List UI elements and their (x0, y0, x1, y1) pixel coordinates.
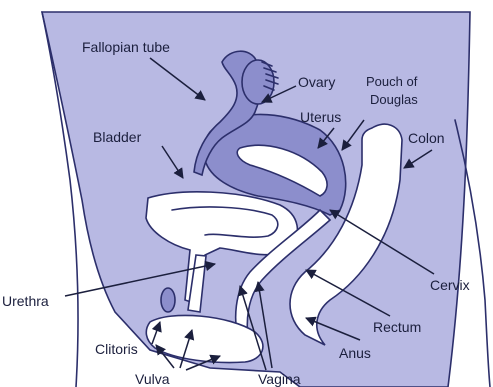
label-vagina: Vagina (258, 371, 301, 387)
label-pouch-line2: Douglas (370, 92, 418, 107)
label-fallopian-tube: Fallopian tube (82, 39, 170, 55)
label-urethra: Urethra (2, 293, 49, 309)
ovary (242, 60, 274, 104)
label-uterus: Uterus (300, 109, 341, 125)
label-vulva: Vulva (135, 371, 170, 387)
label-colon: Colon (408, 130, 445, 146)
label-anus: Anus (339, 345, 371, 361)
label-clitoris: Clitoris (95, 341, 138, 357)
label-pouch-line1: Pouch of (366, 74, 418, 89)
label-bladder: Bladder (93, 129, 142, 145)
clitoris-shape (161, 288, 175, 312)
label-rectum: Rectum (373, 319, 421, 335)
label-cervix: Cervix (430, 277, 470, 293)
label-ovary: Ovary (298, 74, 335, 90)
